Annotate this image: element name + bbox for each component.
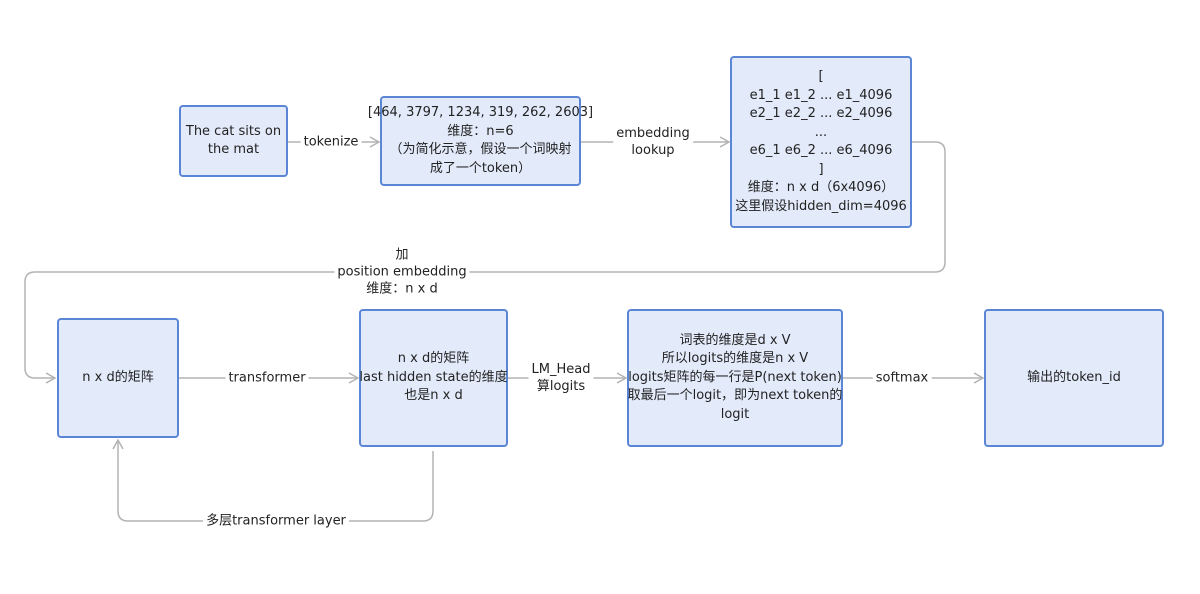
text-line: the mat [207,142,260,157]
text-line: 取最后一个logit，即为next token的 [627,388,843,404]
text-line: 输出的token_id [1027,369,1121,385]
text-line: 加 [395,247,409,263]
text-line: 算logits [536,379,586,394]
edge-label-multi-layer: 多层transformer layer [203,512,349,530]
text-line: softmax [875,370,929,386]
text-line: 成了一个token） [429,160,532,176]
text-line: The cat sits on [185,123,282,139]
text-line: ] [818,161,824,177]
text-line: 维度：n x d [366,281,438,297]
text-line: 维度：n x d（6x4096） [747,180,895,195]
text-line: last hidden state的维度 [359,369,508,385]
output-token-node: 输出的token_id [984,309,1164,447]
text-line: logits矩阵的每一行是P(next token) [628,369,842,385]
text-line: 也是n x d [404,388,463,404]
text-line: tokenize [303,134,359,150]
text-line: e2_1 e2_2 ... e2_4096 [749,106,893,121]
text-line: LM_Head [531,362,591,377]
text-line: （为简化示意，假设一个词映射 [389,142,572,157]
text-line: [464, 3797, 1234, 319, 262, 2603] [367,105,594,120]
text-line: e1_1 e1_2 ... e1_4096 [749,87,893,103]
text-line: embedding [616,126,690,141]
embedding-matrix-node: [ e1_1 e1_2 ... e1_4096 e2_1 e2_2 ... e2_4… [730,56,912,228]
edge-label-softmax: softmax [872,369,932,387]
edge-label-tokenize: tokenize [300,133,362,151]
text-line: 所以logits的维度是n x V [661,351,809,367]
text-line: e6_1 e6_2 ... e6_4096 [749,143,893,158]
text-line: n x d的矩阵 [82,369,154,385]
text-line: 这里假设hidden_dim=4096 [735,198,907,214]
text-line: [ [818,69,824,84]
edge-label-lm-head: LM_Head 算logits [528,361,594,395]
text-line: position embedding [337,264,467,280]
token-ids-node: [464, 3797, 1234, 319, 262, 2603] 维度：n=6 （… [368,96,593,186]
text-line: 维度：n=6 [447,123,514,139]
text-line: 词表的维度是d x V [679,332,791,348]
edge-label-embedding-lookup: embedding lookup [613,125,693,159]
nxd-matrix-node: n x d的矩阵 [57,318,179,438]
text-line: transformer [228,370,306,386]
edge-label-transformer: transformer [225,369,309,387]
text-line: lookup [631,143,675,158]
input-text-node: The cat sits on the mat [179,105,288,177]
edge-position-embedding-arrow [24,141,946,384]
text-line: logit [720,406,750,422]
logits-node: 词表的维度是d x V 所以logits的维度是n x V logits矩阵的每一行… [627,309,843,447]
text-line: ... [814,124,828,140]
edge-multi-layer-arrow [112,438,434,522]
text-line: n x d的矩阵 [397,351,470,367]
last-hidden-state-node: n x d的矩阵 last hidden state的维度也是n x d [359,309,508,447]
text-line: 多层transformer layer [206,513,346,529]
